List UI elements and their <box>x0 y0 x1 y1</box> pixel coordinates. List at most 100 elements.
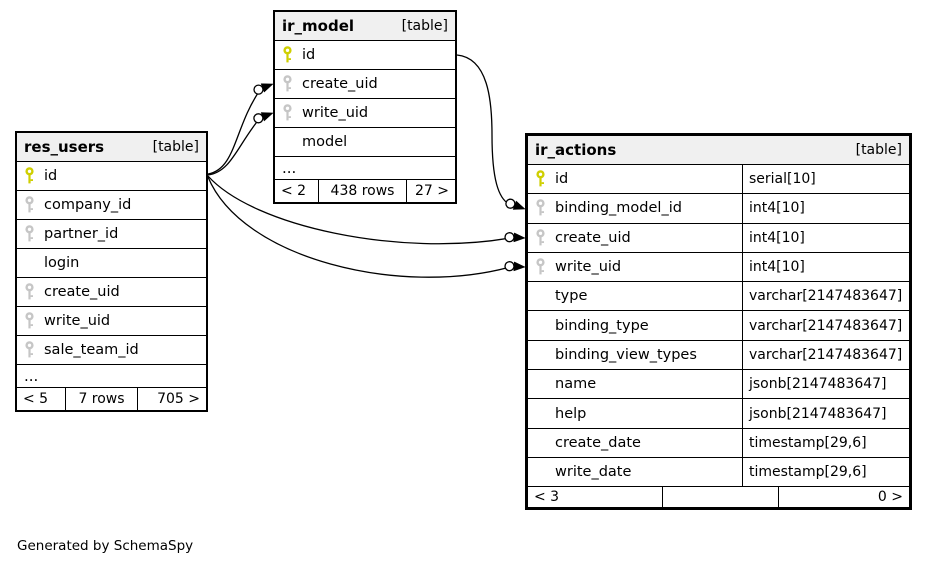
column-row-write_date: write_date timestamp[29,6] <box>528 457 909 488</box>
table-tag: [table] <box>401 18 448 34</box>
table-pager: < 3 0 > <box>528 487 909 508</box>
primary-key-icon <box>24 167 35 185</box>
column-row-help: help jsonb[2147483647] <box>528 399 909 429</box>
foreign-key-icon <box>24 312 35 330</box>
column-row-model: model <box>275 128 455 157</box>
column-name: create_uid <box>275 70 378 98</box>
table-name: ir_actions <box>535 141 617 159</box>
ellipsis-row: ... <box>275 157 455 180</box>
children-count: 705 > <box>137 388 206 410</box>
relationship-res_users.id-to-ir_model.create_uid <box>207 83 274 175</box>
table-name: res_users <box>24 138 105 156</box>
column-type: timestamp[29,6] <box>742 428 909 457</box>
column-type: varchar[2147483647] <box>742 282 909 311</box>
primary-key-icon <box>282 46 293 64</box>
table-pager: < 2 438 rows 27 > <box>275 180 455 202</box>
relationship-res_users.id-to-ir_model.write_uid <box>207 112 274 176</box>
column-name: help <box>555 405 587 422</box>
children-count: 0 > <box>778 487 909 508</box>
column-name: write_date <box>555 464 632 481</box>
column-name: id <box>275 41 315 69</box>
foreign-key-icon <box>24 225 35 243</box>
column-name: write_uid <box>528 253 742 281</box>
column-row-create_uid: create_uid <box>275 70 455 99</box>
column-row-sale_team_id: sale_team_id <box>17 336 206 365</box>
table-tag: [table] <box>855 142 902 158</box>
foreign-key-icon <box>282 75 293 93</box>
column-type: int4[10] <box>742 194 909 223</box>
foreign-key-icon <box>535 199 546 217</box>
parents-count: < 3 <box>534 489 560 506</box>
foreign-key-icon <box>24 341 35 359</box>
column-type: timestamp[29,6] <box>742 457 909 487</box>
relationship-res_users.id-to-ir_actions.write_uid <box>207 176 526 278</box>
table-name: ir_model <box>282 17 355 35</box>
column-name: sale_team_id <box>17 336 139 364</box>
column-row-create_date: create_date timestamp[29,6] <box>528 428 909 458</box>
column-name: login <box>44 255 80 271</box>
column-name: name <box>555 376 597 393</box>
column-row-id: id <box>17 162 206 191</box>
primary-key-icon <box>535 170 546 188</box>
column-row-partner_id: partner_id <box>17 220 206 249</box>
generated-by-note: Generated by SchemaSpy <box>17 538 194 554</box>
table-pager: < 5 7 rows 705 > <box>17 388 206 410</box>
parents-count: < 2 <box>281 183 307 199</box>
relationship-ir_model.id-to-ir_actions.binding_model_id <box>456 54 526 210</box>
table-header: res_users [table] <box>17 133 206 162</box>
table-tag: [table] <box>152 139 199 155</box>
column-name: binding_view_types <box>555 346 697 363</box>
row-count: 438 rows <box>318 180 406 202</box>
children-count: 27 > <box>406 180 455 202</box>
foreign-key-icon <box>535 228 546 247</box>
column-row-write_uid: write_uid <box>17 307 206 336</box>
column-type: jsonb[2147483647] <box>742 399 909 428</box>
column-row-create_uid: create_uid <box>17 278 206 307</box>
parents-count: < 5 <box>23 391 49 407</box>
row-count <box>662 487 778 508</box>
column-type: int4[10] <box>742 223 909 252</box>
column-name: write_uid <box>275 99 368 127</box>
column-name: create_date <box>555 434 641 451</box>
column-name: company_id <box>17 191 131 219</box>
column-type: int4[10] <box>742 252 909 282</box>
column-name: binding_model_id <box>528 194 742 222</box>
foreign-key-icon <box>535 258 546 276</box>
column-name: model <box>302 134 348 150</box>
foreign-key-icon <box>282 104 293 122</box>
column-row-id: id <box>275 41 455 70</box>
column-type: varchar[2147483647] <box>742 311 909 340</box>
column-type: jsonb[2147483647] <box>742 370 909 399</box>
relationship-res_users.id-to-ir_actions.create_uid <box>207 175 526 245</box>
column-name: id <box>17 162 57 190</box>
column-name: create_uid <box>17 278 120 306</box>
ellipsis-row: ... <box>17 365 206 388</box>
column-name: create_uid <box>528 224 742 252</box>
column-row-company_id: company_id <box>17 191 206 220</box>
column-row-binding_type: binding_type varchar[2147483647] <box>528 311 909 341</box>
column-type: serial[10] <box>742 165 909 194</box>
column-row-write_uid: write_uid <box>275 99 455 128</box>
foreign-key-icon <box>24 196 35 214</box>
column-name: partner_id <box>17 220 118 248</box>
column-row-login: login <box>17 249 206 278</box>
column-name: binding_type <box>555 317 649 334</box>
foreign-key-icon <box>24 283 35 301</box>
column-name: write_uid <box>17 307 110 335</box>
table-header: ir_actions [table] <box>528 136 909 165</box>
column-row-name: name jsonb[2147483647] <box>528 370 909 400</box>
